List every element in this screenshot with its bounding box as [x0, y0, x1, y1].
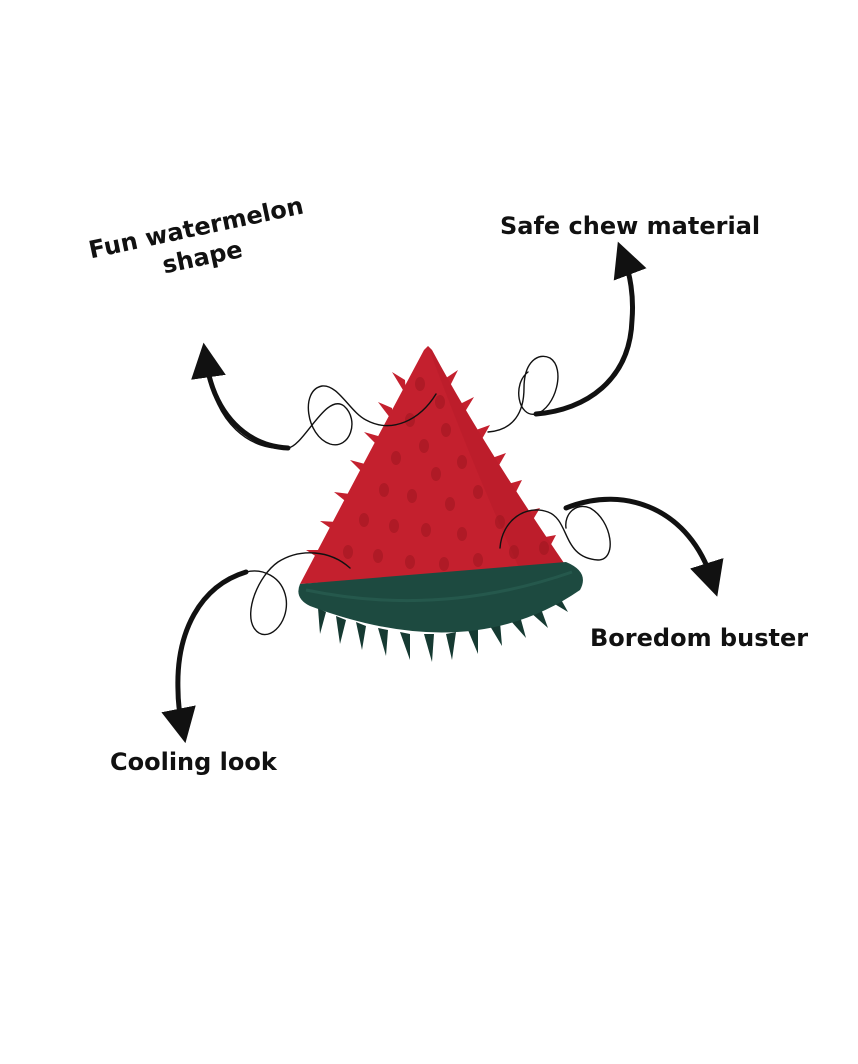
- curly-arrow-icon: [161, 552, 351, 744]
- callout-boredom-buster: Boredom buster: [590, 624, 809, 652]
- callout-safe-chew-material: Safe chew material: [500, 212, 761, 240]
- callout-cooling-look: Cooling look: [110, 748, 277, 776]
- curly-arrow-icon: [487, 241, 647, 433]
- watermelon-chew-toy-icon: [298, 346, 583, 662]
- curly-arrow-icon: [499, 496, 724, 597]
- curly-arrow-icon: [191, 342, 437, 451]
